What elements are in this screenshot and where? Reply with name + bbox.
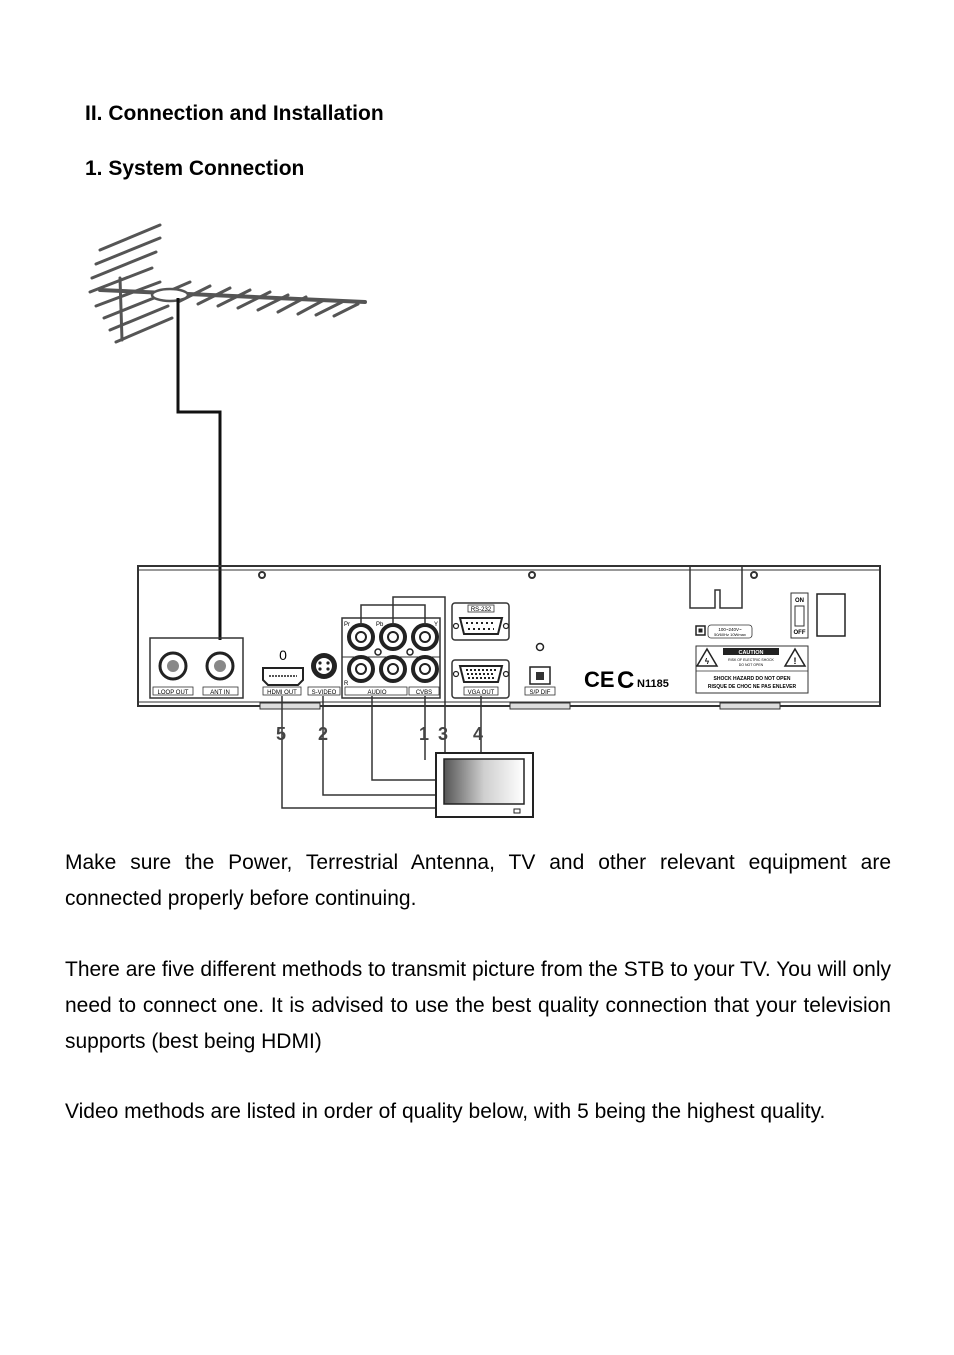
tv-cables — [281, 696, 482, 809]
on-label: ON — [795, 598, 804, 604]
antenna-cable — [176, 298, 222, 640]
paragraph-five-methods: There are five different methods to tran… — [65, 958, 892, 1053]
ant-in-port — [205, 651, 235, 681]
power-rating-line1: 100~240V~ — [718, 627, 742, 632]
y-label: Y — [434, 622, 438, 628]
caution-warning-en: SHOCK HAZARD DO NOT OPEN — [714, 676, 791, 682]
hdmi-zero-label: 0 — [279, 647, 287, 663]
loop-out-port — [158, 651, 188, 681]
cvbs-port — [411, 655, 439, 683]
c-tick-mark: C — [617, 667, 634, 694]
sp-dif-label: S/P DIF — [530, 690, 551, 696]
number-4: 4 — [473, 724, 483, 744]
vga-out-port: VGA OUT — [451, 659, 510, 699]
av-port-block: Pr Pb Y R AUDIO CVBS — [341, 617, 441, 699]
caution-title: CAUTION — [738, 650, 763, 656]
connection-numbers: 5 2 1 3 4 — [276, 724, 483, 744]
subsection-heading: 1. System Connection — [85, 157, 305, 180]
rs232-port: RS-232 — [451, 602, 510, 641]
stb-back-panel — [137, 565, 881, 710]
number-2: 2 — [318, 724, 328, 744]
antenna-icon — [88, 223, 367, 344]
ant-in-label: ANT IN — [210, 690, 230, 696]
svg-text:ϟ: ϟ — [705, 657, 710, 666]
power-rating-label: 100~240V~ 50/60Hz 10Wmax — [695, 624, 753, 639]
hdmi-out-port: 0 HDMI OUT — [262, 647, 304, 696]
exclamation-warning-icon — [783, 647, 807, 667]
audio-label: AUDIO — [367, 690, 386, 696]
y-port — [411, 623, 439, 651]
antenna-port-group: LOOP OUT ANT IN — [149, 637, 244, 699]
power-socket — [816, 593, 846, 637]
audio-l-port — [347, 655, 375, 683]
power-switch: ON OFF — [790, 592, 809, 639]
caution-line2: DO NOT OPEN — [739, 663, 764, 667]
tv-icon — [435, 752, 534, 818]
loop-out-label: LOOP OUT — [158, 690, 189, 696]
component-cable — [392, 596, 446, 765]
caution-label: ϟ ! CAUTION RISK OF ELECTRIC SHOCK DO NO… — [695, 645, 809, 694]
system-connection-diagram: LOOP OUT ANT IN 0 HDMI OUT S-VIDEO — [88, 223, 881, 818]
s-video-label: S-VIDEO — [312, 690, 337, 696]
rs232-label: RS-232 — [471, 607, 492, 613]
pb-port — [379, 623, 407, 651]
number-3: 3 — [438, 724, 448, 744]
s-video-port: S-VIDEO — [307, 653, 341, 696]
svg-text:!: ! — [794, 656, 797, 666]
cvbs-label: CVBS — [416, 690, 432, 696]
caution-line1: RISK OF ELECTRIC SHOCK — [728, 658, 774, 662]
pr-label: Pr — [344, 622, 350, 628]
off-label: OFF — [794, 630, 806, 636]
c-tick-code: N1185 — [637, 678, 669, 690]
paragraph-connect-equipment: Make sure the Power, Terrestrial Antenna… — [65, 851, 891, 910]
pr-port — [347, 623, 375, 651]
sp-dif-port: S/P DIF — [524, 642, 556, 696]
paragraph-quality-order: Video methods are listed in order of qua… — [65, 1100, 826, 1123]
number-1: 1 — [419, 724, 429, 744]
audio-r-port — [379, 655, 407, 683]
number-5: 5 — [276, 724, 286, 744]
caution-warning-fr: RISQUE DE CHOC NE PAS ENLEVER — [708, 684, 797, 690]
pb-label: Pb — [376, 622, 384, 628]
ce-mark: CE — [584, 667, 615, 692]
r-label: R — [344, 681, 349, 687]
section-heading: II. Connection and Installation — [85, 102, 384, 125]
power-rating-line2: 50/60Hz 10Wmax — [714, 632, 746, 637]
hdmi-out-label: HDMI OUT — [267, 690, 297, 696]
vga-out-label: VGA OUT — [468, 690, 495, 696]
electric-shock-warning-icon — [695, 647, 719, 667]
certification-marks: CE C N1185 — [584, 667, 669, 694]
